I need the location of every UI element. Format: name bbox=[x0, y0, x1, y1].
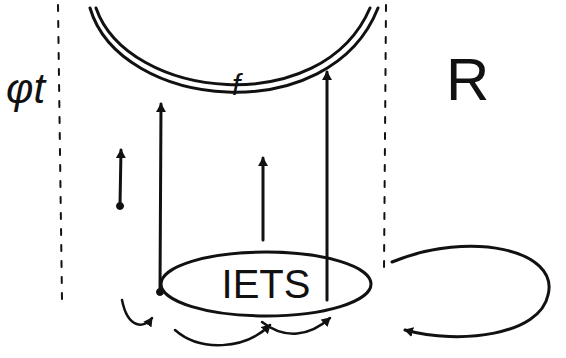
shift-arrow bbox=[262, 318, 330, 334]
flow-label: φt bbox=[6, 68, 45, 110]
shift-arrow bbox=[175, 325, 270, 345]
flow-arrow bbox=[120, 150, 121, 205]
flow-arrow bbox=[160, 104, 161, 292]
flow-arrow bbox=[326, 72, 329, 300]
set-name: IETS bbox=[222, 264, 311, 304]
dashed-boundary bbox=[384, 5, 386, 270]
function-label: f bbox=[232, 70, 240, 100]
flow-arrow bbox=[262, 158, 265, 240]
dashed-boundary bbox=[58, 5, 62, 300]
shift-arrow bbox=[122, 300, 152, 325]
map-label: R bbox=[446, 50, 489, 110]
start-dot bbox=[117, 203, 124, 210]
ellipse-set: IETS bbox=[159, 250, 373, 318]
return-loop bbox=[392, 246, 549, 336]
